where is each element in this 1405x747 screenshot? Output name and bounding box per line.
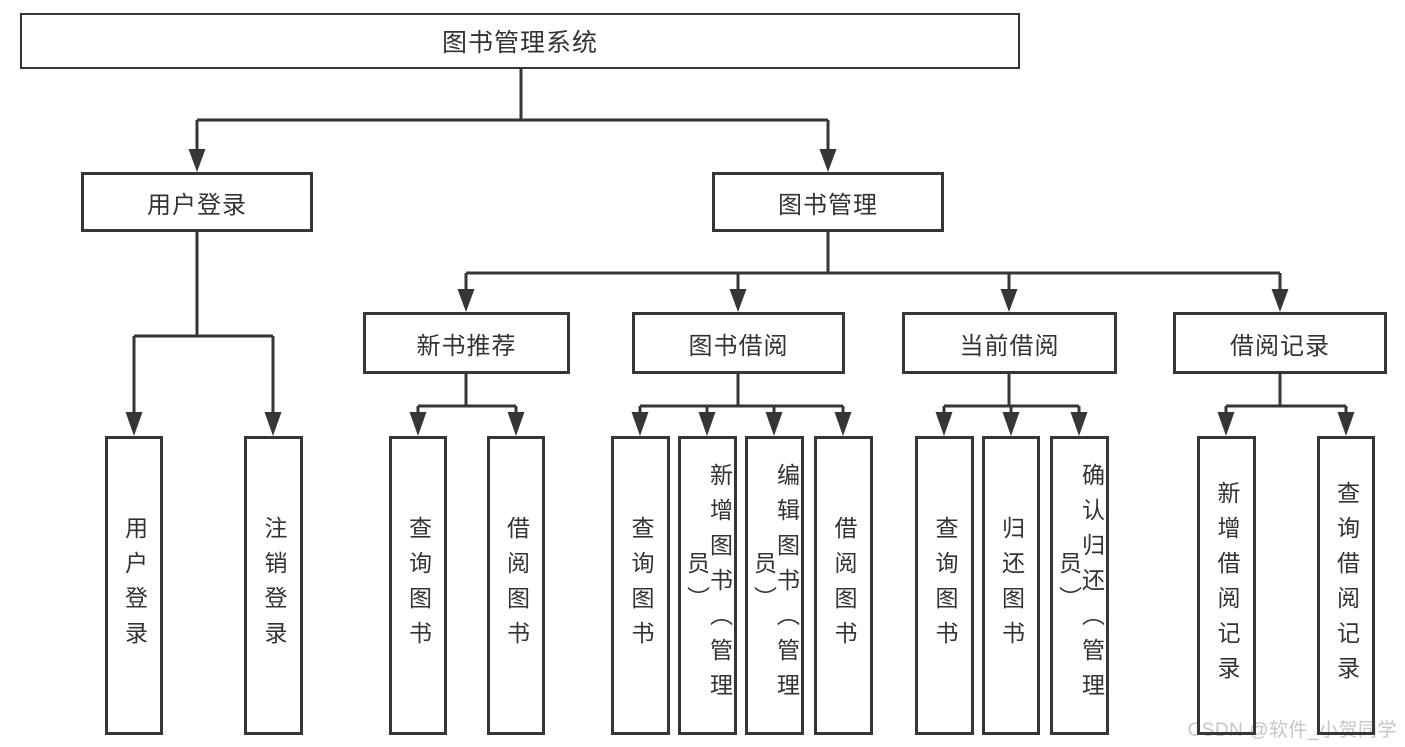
node-label: 确认归还（管理员）: [1055, 463, 1105, 708]
leaf-newbook-borrow-books: 借阅图书: [487, 436, 545, 735]
node-book-management: 图书管理: [712, 172, 944, 232]
node-user-login: 用户登录: [81, 172, 313, 232]
leaf-records-query-record: 查询借阅记录: [1317, 436, 1375, 735]
node-label: 查询图书: [405, 515, 432, 656]
arrow-down-icon: [729, 289, 747, 312]
node-label: 当前借阅: [959, 332, 1060, 360]
leaf-records-add-record: 新增借阅记录: [1197, 436, 1256, 735]
arrow-down-icon: [409, 412, 427, 436]
arrow-down-icon: [1000, 289, 1018, 312]
node-current-borrowing: 当前借阅: [902, 312, 1117, 374]
arrow-down-icon: [1271, 289, 1289, 312]
arrow-down-icon: [1070, 412, 1088, 436]
arrow-down-icon: [264, 412, 282, 436]
leaf-borrowing-borrow-books: 借阅图书: [814, 436, 873, 735]
node-label: 借阅记录: [1230, 332, 1330, 360]
arrow-down-icon: [457, 289, 475, 312]
arrow-down-icon: [631, 412, 649, 436]
node-label: 图书管理系统: [441, 29, 598, 57]
leaf-current-return-books: 归还图书: [982, 436, 1040, 735]
arrow-down-icon: [765, 412, 783, 436]
node-label: 用户登录: [121, 515, 148, 656]
node-label: 用户登录: [147, 191, 247, 219]
node-label: 新书推荐: [416, 332, 517, 360]
node-label: 借阅图书: [503, 515, 530, 656]
arrow-down-icon: [1337, 412, 1355, 436]
node-label: 查询图书: [628, 515, 654, 656]
leaf-current-query-books: 查询图书: [915, 436, 974, 735]
node-label: 查询借阅记录: [1333, 480, 1360, 691]
leaf-logout: 注销登录: [244, 436, 303, 735]
node-new-book-recommendation: 新书推荐: [363, 312, 570, 374]
arrow-down-icon: [1002, 412, 1020, 436]
arrow-down-icon: [698, 412, 716, 436]
arrow-down-icon: [188, 149, 206, 172]
arrow-down-icon: [834, 412, 852, 436]
leaf-borrowing-add-books-admin: 新增图书（管理员）: [678, 436, 737, 735]
leaf-current-confirm-return-admin: 确认归还（管理员）: [1050, 436, 1109, 735]
arrow-down-icon: [507, 412, 525, 436]
leaf-user-login: 用户登录: [105, 436, 163, 735]
node-label: 查询图书: [932, 515, 958, 656]
node-label: 注销登录: [261, 515, 287, 656]
node-label: 归还图书: [998, 515, 1025, 656]
arrow-down-icon: [935, 412, 953, 436]
node-label: 图书借阅: [688, 332, 789, 360]
node-label: 编辑图书（管理员）: [750, 463, 800, 708]
watermark: CSDN @软件_小贺同学: [1187, 720, 1397, 741]
leaf-borrowing-query-books: 查询图书: [611, 436, 670, 735]
arrow-down-icon: [819, 149, 837, 172]
arrow-down-icon: [125, 412, 143, 436]
node-label: 借阅图书: [831, 515, 857, 656]
arrow-down-icon: [1217, 412, 1235, 436]
node-label: 新增借阅记录: [1214, 480, 1240, 691]
node-label: 新增图书（管理员）: [683, 463, 733, 708]
node-label: 图书管理: [778, 191, 878, 219]
node-borrowing-records: 借阅记录: [1173, 312, 1387, 374]
node-book-borrowing: 图书借阅: [632, 312, 845, 374]
leaf-newbook-query-books: 查询图书: [389, 436, 447, 735]
node-book-management-system: 图书管理系统: [20, 13, 1020, 69]
leaf-borrowing-edit-books-admin: 编辑图书（管理员）: [745, 436, 804, 735]
